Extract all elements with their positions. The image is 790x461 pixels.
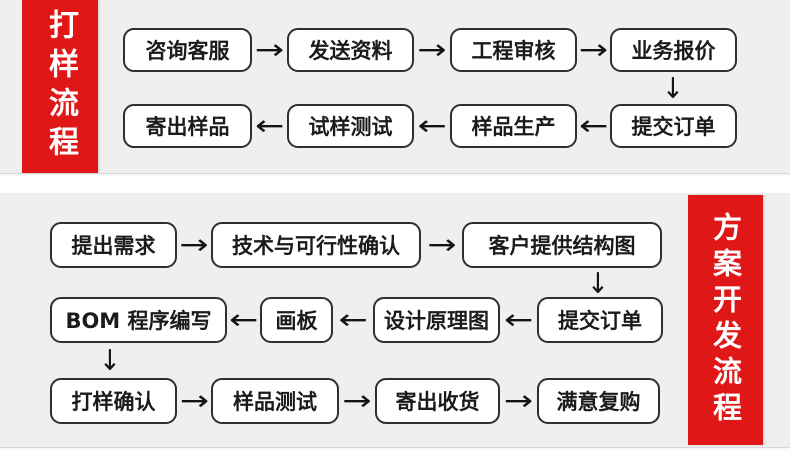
arrow-left-icon: ← <box>338 303 368 336</box>
flow-step-label: 样品测试 <box>233 390 317 414</box>
sampling-banner: 打样流程 <box>22 0 98 173</box>
arrow-right-icon: → <box>342 384 372 417</box>
flow-step: 咨询客服 <box>123 28 252 72</box>
flow-step-label: 样品生产 <box>471 115 556 139</box>
flow-step: 技术与可行性确认 <box>211 222 421 268</box>
arrow-left-icon: ← <box>578 109 609 142</box>
flow-step-label: 寄出样品 <box>145 115 230 139</box>
flow-step-label: 提出需求 <box>71 234 156 258</box>
flow-step: 工程审核 <box>450 28 577 72</box>
flow-step: 试样测试 <box>287 104 414 148</box>
flow-step-label: 画板 <box>275 309 318 333</box>
flow-step-label: 寄出收货 <box>395 390 480 414</box>
arrow-down-icon: ↓ <box>99 344 121 378</box>
flow-step: 业务报价 <box>610 28 737 72</box>
arrow-right-icon: → <box>254 33 285 66</box>
arrow-down-icon: ↓ <box>587 267 609 301</box>
flow-step-label: 咨询客服 <box>145 39 230 63</box>
flow-step-label: 客户提供结构图 <box>488 234 636 258</box>
flow-step: 画板 <box>260 297 333 343</box>
arrow-right-icon: → <box>578 33 609 66</box>
development-banner-label: 方案开发流程 <box>708 212 743 428</box>
arrow-right-icon: → <box>179 228 209 261</box>
flow-step: 提出需求 <box>50 222 177 268</box>
arrow-right-icon: → <box>417 33 447 66</box>
flow-step-label: 技术与可行性确认 <box>232 234 400 258</box>
flow-step: BOM 程序编写 <box>50 297 227 343</box>
arrow-left-icon: ← <box>417 109 447 142</box>
flow-step-label: 试样测试 <box>308 115 393 139</box>
arrow-right-icon: → <box>427 228 457 261</box>
arrow-right-icon: → <box>503 384 534 417</box>
flow-step: 寄出收货 <box>375 378 500 424</box>
flow-step: 打样确认 <box>50 378 177 424</box>
flow-step-label: 发送资料 <box>308 39 393 63</box>
flow-step-label: 设计原理图 <box>384 309 489 333</box>
flow-step: 客户提供结构图 <box>462 222 662 268</box>
flow-step: 发送资料 <box>287 28 414 72</box>
flow-step-label: 提交订单 <box>558 309 642 333</box>
flow-step-label: 工程审核 <box>471 39 556 63</box>
flow-step-label: 提交订单 <box>631 115 716 139</box>
arrow-left-icon: ← <box>503 303 534 336</box>
flow-step-label: 满意复购 <box>556 390 641 414</box>
flow-step: 寄出样品 <box>123 104 252 148</box>
flow-step-label: 打样确认 <box>71 390 156 414</box>
flow-step-label: 业务报价 <box>631 39 716 63</box>
development-flow-section: 方案开发流程 提出需求 → 技术与可行性确认 → 客户提供结构图 ↓ BOM 程… <box>0 193 790 447</box>
sampling-flow-section: 打样流程 咨询客服 → 发送资料 → 工程审核 → 业务报价 ↓ 寄出样品 ← … <box>0 0 790 173</box>
development-banner: 方案开发流程 <box>688 195 763 445</box>
flow-step: 样品测试 <box>211 378 339 424</box>
flow-step: 设计原理图 <box>373 297 500 343</box>
arrow-right-icon: → <box>179 384 210 417</box>
arrow-left-icon: ← <box>254 109 285 142</box>
flow-step: 样品生产 <box>450 104 577 148</box>
flow-step: 提交订单 <box>610 104 737 148</box>
sampling-banner-label: 打样流程 <box>43 8 78 165</box>
flow-step: 提交订单 <box>537 297 663 343</box>
flow-step: 满意复购 <box>537 378 660 424</box>
arrow-down-icon: ↓ <box>662 72 684 105</box>
arrow-left-icon: ← <box>228 303 259 336</box>
flow-step-label: BOM 程序编写 <box>65 309 212 333</box>
